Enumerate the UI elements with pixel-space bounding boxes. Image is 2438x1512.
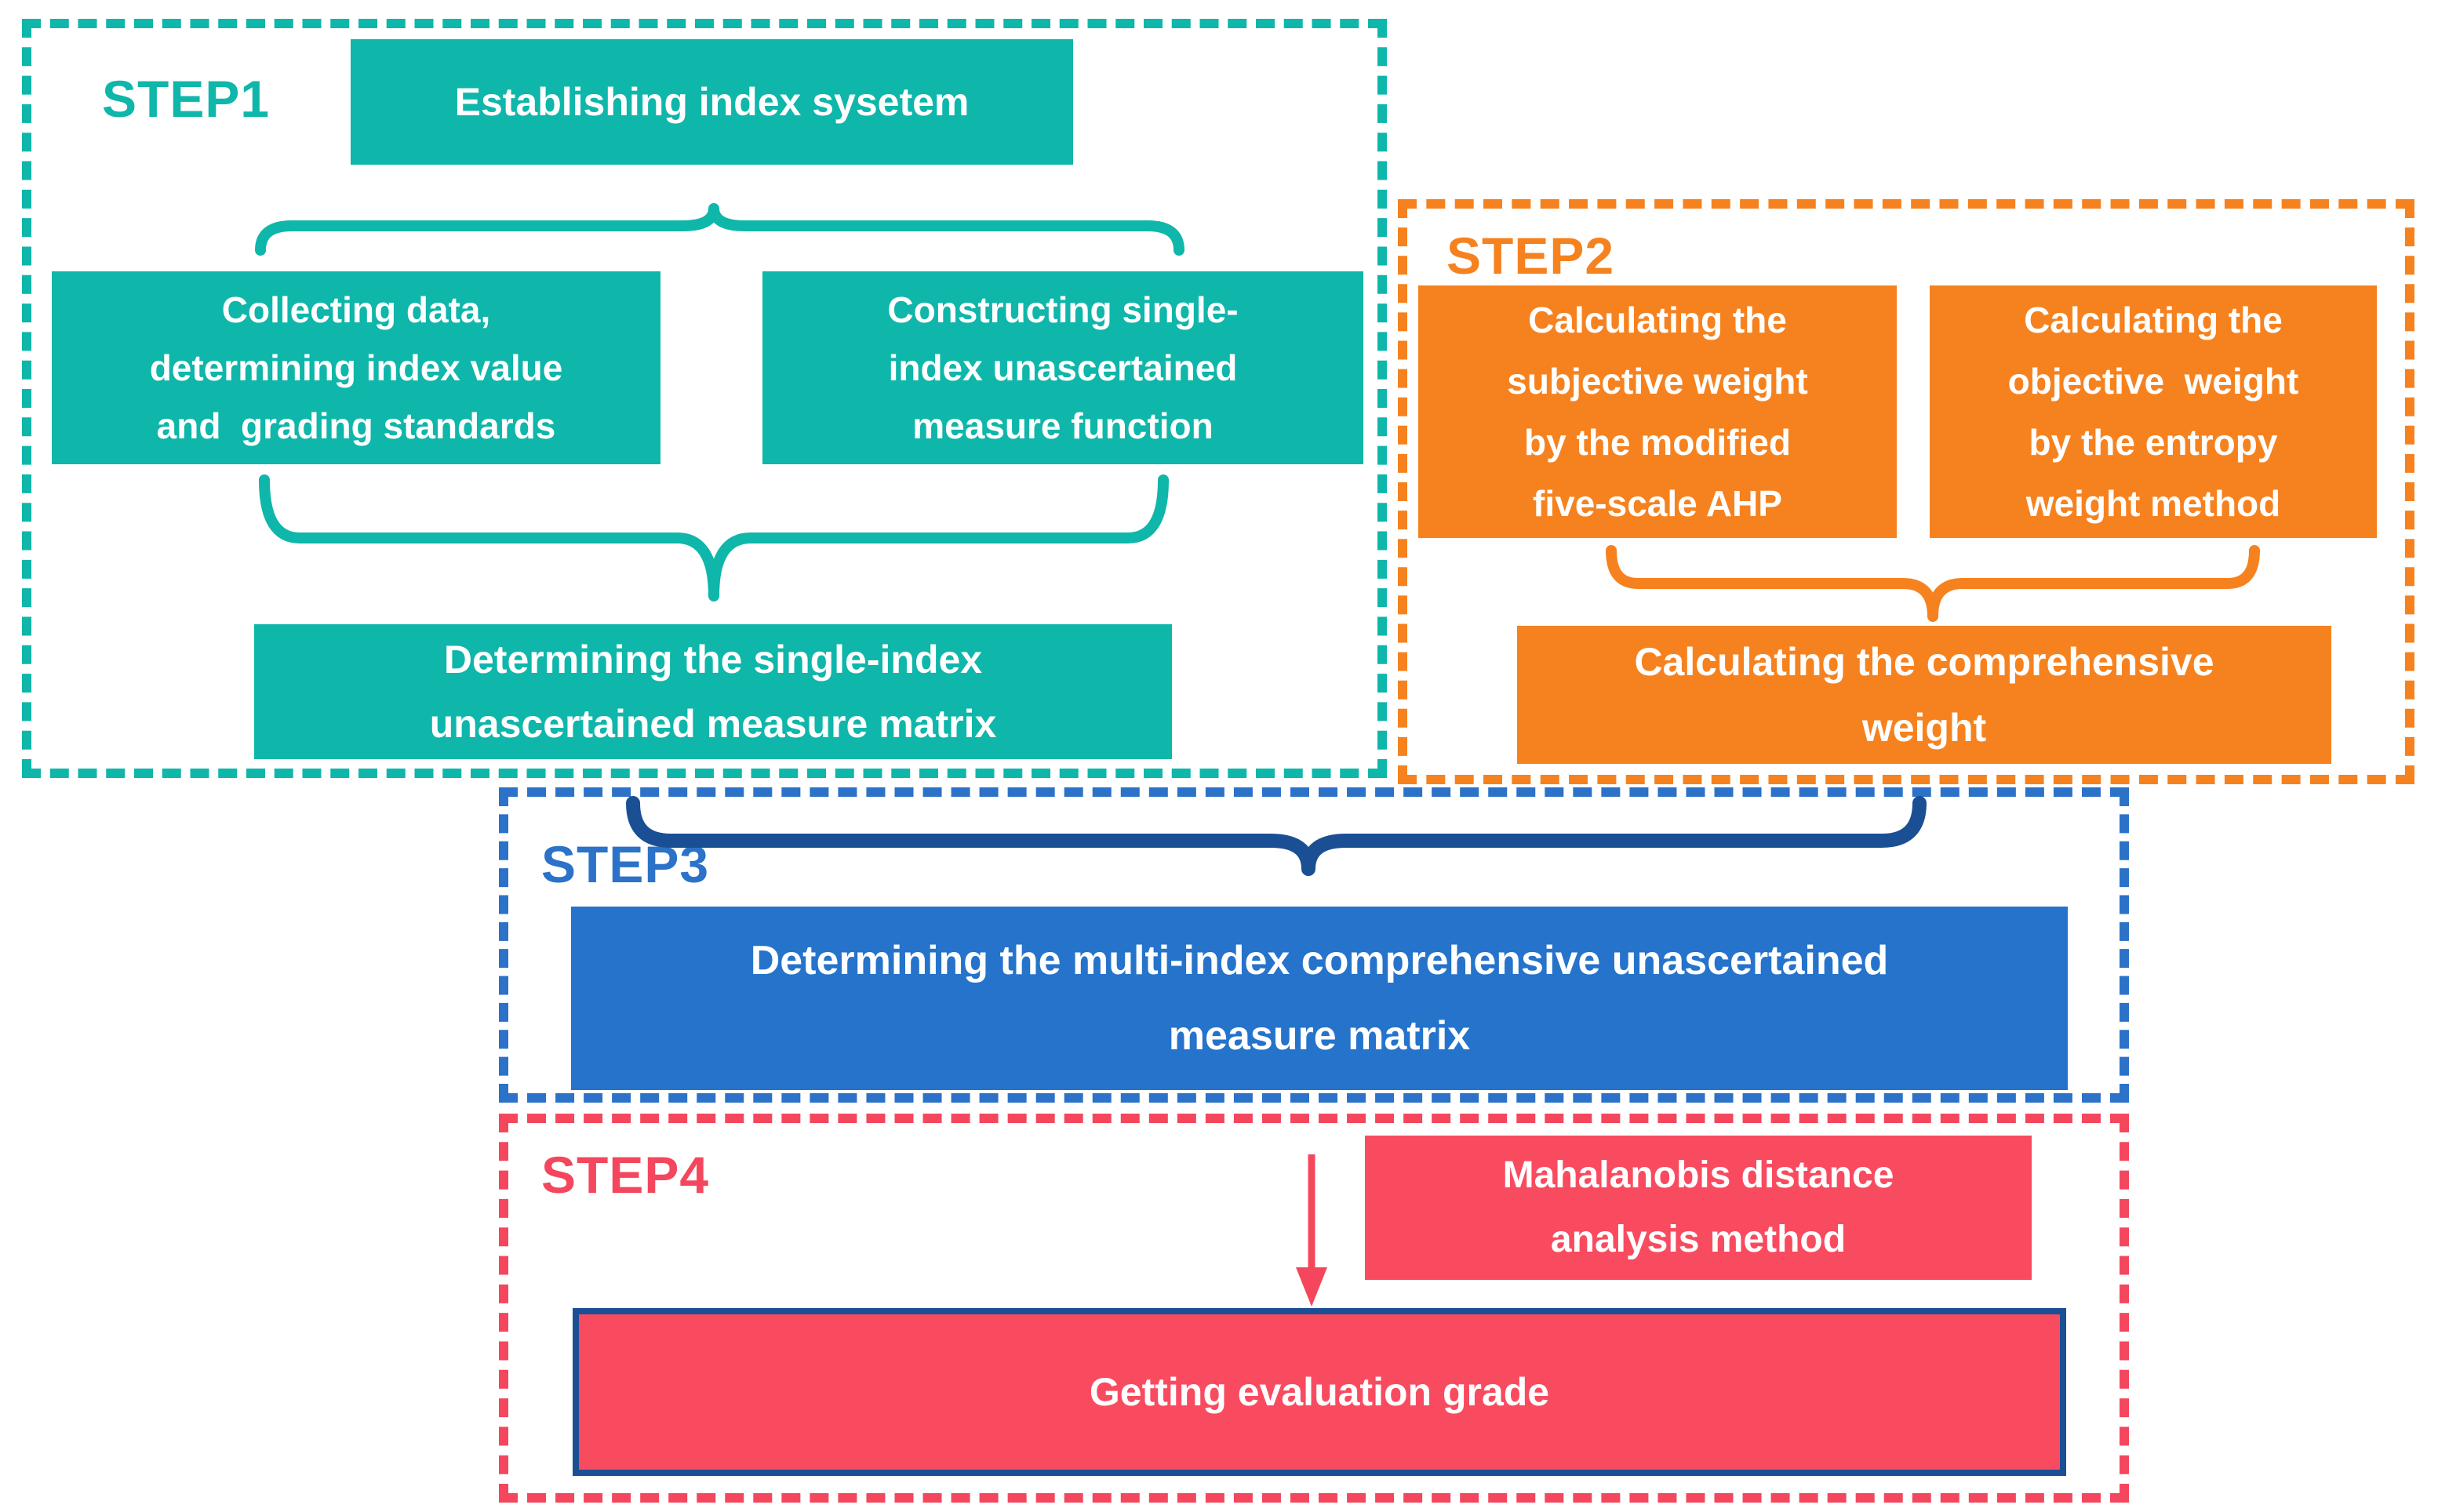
step4-region [499,1114,2129,1503]
box-subjective-weight-ahp: Calculating the subjective weight by the… [1418,285,1897,538]
step3-merge-brace-icon [626,796,1927,876]
box-mahalanobis-method: Mahalanobis distance analysis method [1365,1136,2032,1280]
box-objective-weight-entropy: Calculating the objective weight by the … [1930,285,2377,538]
down-arrow-icon [1293,1151,1330,1314]
step2-merge-brace-icon [1606,545,2260,622]
step3-region [499,787,2129,1103]
step2-label: STEP2 [1446,227,1615,285]
box-single-index-measure-matrix: Determining the single-index unascertain… [254,624,1172,759]
box-multi-index-measure-matrix: Determining the multi-index comprehensiv… [571,907,2068,1090]
box-comprehensive-weight: Calculating the comprehensive weight [1517,626,2331,764]
box-establishing-index-system: Establishing index sysetem [351,39,1073,165]
box-constructing-single-index-function: Constructing single- index unascertained… [762,271,1363,464]
step1-label: STEP1 [102,70,271,128]
box-collecting-data: Collecting data, determining index value… [52,271,660,464]
step1-merge-brace-icon [259,474,1169,602]
box-getting-evaluation-grade: Getting evaluation grade [573,1308,2066,1476]
step4-label: STEP4 [541,1146,710,1204]
step1-split-brace-icon [255,203,1184,256]
step2-region [1398,199,2414,784]
step1-region [22,19,1387,778]
